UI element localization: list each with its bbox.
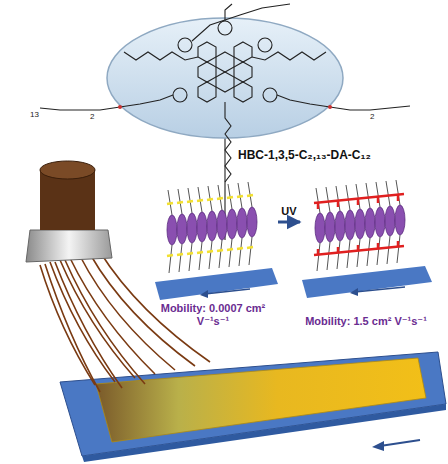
subscript-number: 2 <box>370 112 374 121</box>
mobility-value: Mobility: 0.0007 cm² V⁻¹s⁻¹ <box>148 302 278 328</box>
coated-substrate <box>60 352 446 462</box>
mobility-value: Mobility: 1.5 cm² V⁻¹s⁻¹ <box>300 315 432 328</box>
molecular-stack-after <box>302 180 432 298</box>
subscript-number: 13 <box>30 110 39 119</box>
paint-brush <box>26 161 210 392</box>
edge-label: UV <box>281 205 296 217</box>
molecule-structure <box>40 4 410 240</box>
film-panel: Mobility: 1.5 cm² V⁻¹s⁻¹ <box>300 178 432 328</box>
molecule-name: HBC-1,3,5-C₂,₁₃-DA-C₁₂ <box>238 148 371 162</box>
process-arrow <box>278 221 300 224</box>
film-panel: Mobility: 0.0007 cm² V⁻¹s⁻¹ <box>148 178 278 328</box>
subscript-number: 2 <box>90 112 94 121</box>
molecular-stack-before <box>155 182 278 300</box>
